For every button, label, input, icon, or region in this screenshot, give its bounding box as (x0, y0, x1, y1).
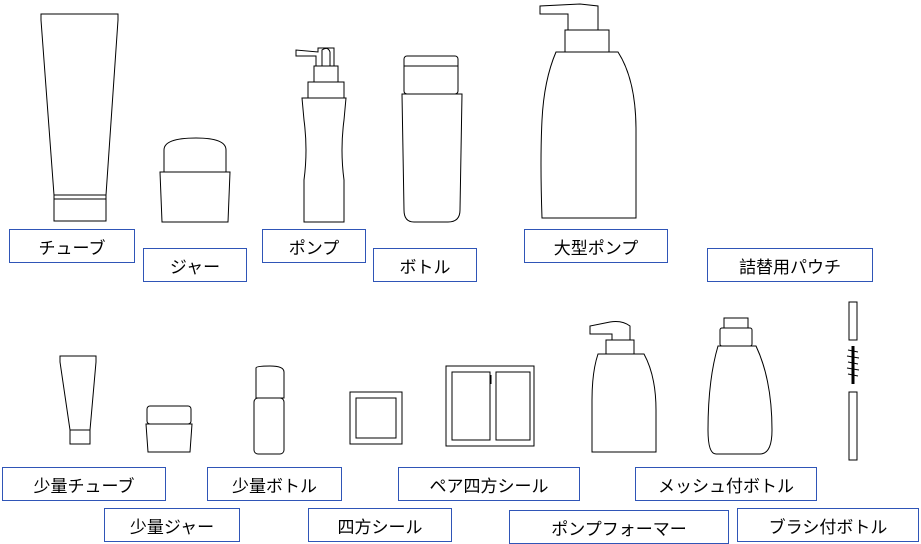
label-small-tube: 少量チューブ (2, 467, 166, 501)
label-pump-foamer: ポンプフォーマー (509, 510, 729, 544)
label-small-jar: 少量ジャー (104, 508, 240, 542)
label-mesh-bottle: メッシュ付ボトル (635, 467, 817, 501)
label-small-bottle: 少量ボトル (207, 467, 342, 501)
label-brush-bottle: ブラシ付ボトル (737, 508, 919, 542)
label-pump: ポンプ (262, 229, 366, 263)
label-bottle: ボトル (373, 248, 477, 282)
label-large-pump: 大型ポンプ (524, 229, 668, 263)
large-pump-illustration (539, 3, 637, 219)
brush-bottle-illustration (846, 301, 860, 461)
label-jar: ジャー (143, 248, 247, 282)
tube-illustration (40, 13, 119, 222)
small-jar-illustration (145, 405, 193, 453)
pair-four-side-seal-illustration (445, 365, 535, 447)
label-tube: チューブ (9, 229, 135, 263)
small-bottle-illustration (253, 365, 285, 455)
bottle-illustration (401, 55, 463, 223)
label-refill-pouch: 詰替用パウチ (707, 248, 873, 282)
pump-illustration (295, 47, 347, 223)
pump-foamer-illustration (589, 321, 657, 453)
small-tube-illustration (59, 355, 97, 445)
mesh-bottle-illustration (707, 317, 773, 455)
label-four-side-seal: 四方シール (308, 508, 452, 542)
jar-illustration (159, 137, 231, 223)
four-side-seal-illustration (349, 391, 403, 445)
label-pair-four-side-seal: ペア四方シール (398, 467, 580, 501)
